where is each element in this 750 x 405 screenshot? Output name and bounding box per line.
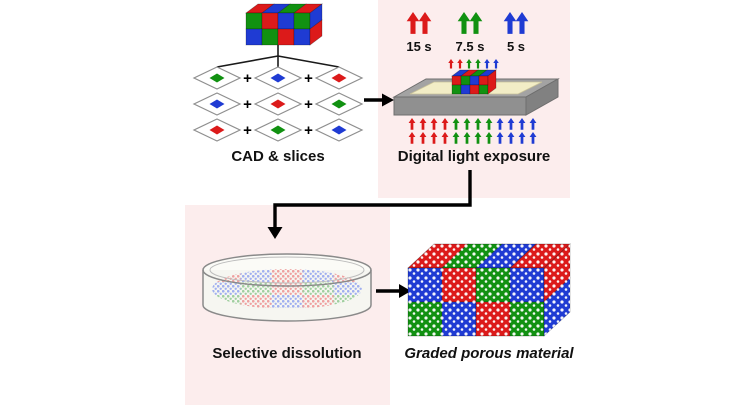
blue-arrows-icon <box>503 12 529 34</box>
slice-branch-lines <box>216 45 340 68</box>
selective-dissolution-label: Selective dissolution <box>212 345 362 362</box>
arrow-exposure-to-dissolution <box>267 170 472 239</box>
printing-voxel-block <box>450 69 498 95</box>
slice-diamond <box>253 92 303 116</box>
digital-light-exposure-label: Digital light exposure <box>397 148 551 165</box>
slice-diamond <box>192 92 242 116</box>
exposure-time-legend <box>406 12 529 34</box>
light-arrows-above-block <box>448 59 499 69</box>
slice-diamond <box>253 118 303 142</box>
slice-diamond <box>314 66 364 90</box>
plus-icon: + <box>243 122 252 139</box>
plus-icon: + <box>304 122 313 139</box>
slice-diamond <box>314 118 364 142</box>
slice-diamond <box>314 92 364 116</box>
slice-grid: + + + + + <box>192 66 364 142</box>
time-label-red: 15 s <box>406 39 432 54</box>
cad-slices-label: CAD & slices <box>231 148 325 165</box>
red-arrows-icon <box>406 12 432 34</box>
time-label-blue: 5 s <box>506 39 526 54</box>
green-arrows-icon <box>457 12 483 34</box>
slice-diamond <box>192 118 242 142</box>
plus-icon: + <box>243 96 252 113</box>
plus-icon: + <box>243 70 252 87</box>
porous-material-block <box>407 243 571 337</box>
slice-diamond <box>192 66 242 90</box>
time-label-green: 7.5 s <box>455 39 485 54</box>
petri-dish <box>202 253 372 322</box>
arrow-cad-to-exposure <box>364 93 394 107</box>
plus-icon: + <box>304 96 313 113</box>
pore-dots-overlay <box>408 244 570 336</box>
cad-voxel-block <box>244 3 324 46</box>
graded-porous-material-label: Graded porous material <box>404 345 574 362</box>
resin-vat <box>392 69 560 116</box>
plus-icon: + <box>304 70 313 87</box>
arrow-dish-to-material <box>376 284 411 298</box>
slice-diamond <box>253 66 303 90</box>
light-arrows-below-vat <box>408 118 537 144</box>
